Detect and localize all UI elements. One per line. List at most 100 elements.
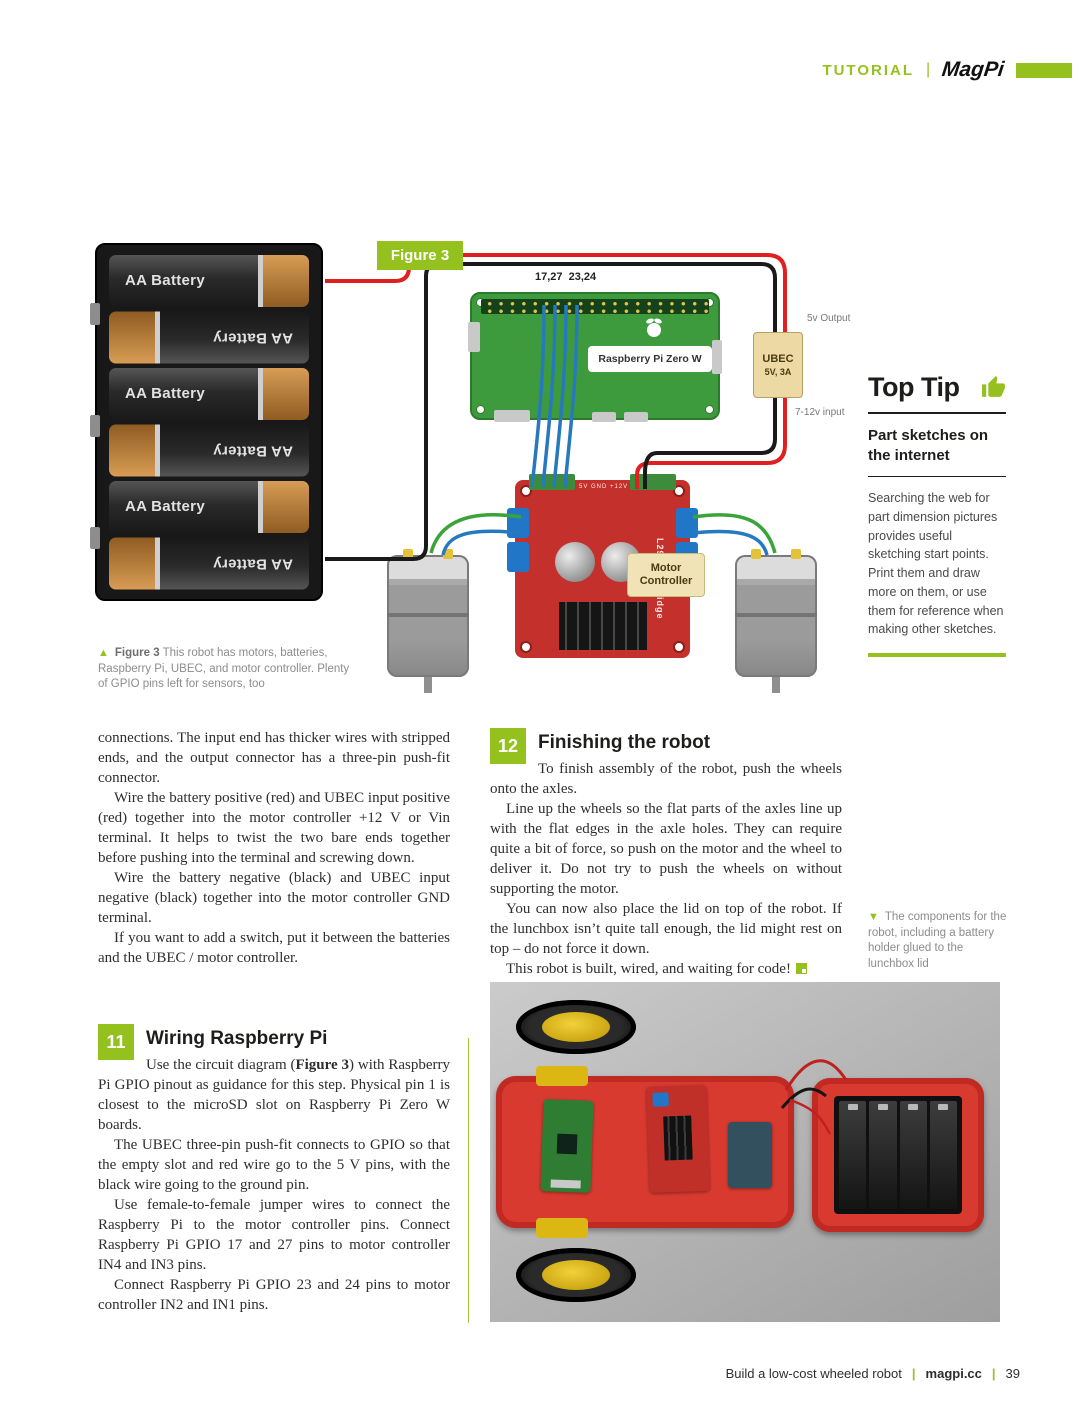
ubec-rating-label: 5V, 3A: [764, 367, 792, 377]
motor-controller-tag-line2: Controller: [639, 575, 693, 587]
battery-label: AA Battery: [125, 272, 205, 290]
robot-photo: [490, 982, 1000, 1322]
battery-ring: [258, 255, 263, 307]
gpio-pins-label: 17,27 23,24: [535, 271, 597, 283]
microsd-slot: [468, 322, 480, 352]
input-pin-header: [529, 474, 575, 490]
camera-connector: [712, 340, 722, 374]
7-12v-input-label: 7-12v input: [795, 407, 845, 418]
photo-black-wire: [780, 1087, 827, 1109]
battery-ring: [258, 368, 263, 420]
top-tip-subtitle: Part sketches on the internet: [868, 427, 989, 464]
mount-hole: [673, 641, 685, 653]
battery-ring: [155, 311, 160, 363]
figure-caption: ▲Figure 3 This robot has motors, batteri…: [98, 646, 350, 693]
battery-copper-band: [109, 311, 155, 363]
aa-battery-flipped: AA Battery: [109, 424, 309, 476]
screw-terminal: [676, 508, 698, 538]
battery-label: AA Battery: [213, 441, 293, 459]
footer-article-title: Build a low-cost wheeled robot: [725, 1366, 902, 1381]
battery-holder: [834, 1096, 962, 1214]
page-footer: Build a low-cost wheeled robot | magpi.c…: [726, 1366, 1020, 1381]
battery-copper-band: [263, 368, 309, 420]
figure-3-diagram: AA Battery AA Battery AA Battery AA Batt…: [90, 235, 870, 700]
paragraph: connections. The input end has thicker w…: [98, 730, 450, 786]
left-motor: [387, 549, 469, 677]
tip-divider: [868, 412, 1006, 414]
footer-site: magpi.cc: [925, 1366, 982, 1381]
figure-3-reference: Figure 3: [295, 1057, 350, 1073]
wheel-hub: [542, 1012, 610, 1042]
left-text-column: connections. The input end has thicker w…: [98, 728, 450, 1315]
header-divider: |: [926, 61, 931, 78]
aa-battery-flipped: AA Battery: [109, 311, 309, 363]
battery-cell: [839, 1101, 867, 1209]
battery-copper-band: [263, 255, 309, 307]
heatsink: [559, 602, 647, 650]
footer-divider: |: [911, 1366, 916, 1381]
paragraph: Use female-to-female jumper wires to con…: [98, 1197, 450, 1273]
figure-3-tag: Figure 3: [377, 241, 463, 270]
paragraph: Use the circuit diagram (Figure 3) with …: [98, 1055, 450, 1135]
paragraph: Wire the battery positive (red) and UBEC…: [98, 790, 450, 866]
battery-label: AA Battery: [213, 554, 293, 572]
caption-triangle-up-icon: ▲: [98, 647, 109, 659]
battery-cell: [899, 1101, 927, 1209]
figure-caption-text: This robot has motors, batteries, Raspbe…: [98, 647, 350, 691]
paragraph: Line up the wheels so the flat parts of …: [490, 801, 842, 897]
tip-green-rule: [868, 653, 1006, 657]
ubec-label: UBEC: [762, 353, 794, 365]
battery-copper-band: [109, 424, 155, 476]
micro-usb-port: [592, 412, 616, 422]
screw-terminal: [507, 508, 529, 538]
lunchbox-chassis: [496, 1066, 794, 1238]
section-11: 11 Wiring Raspberry Pi Use the circuit d…: [98, 1022, 450, 1315]
footer-page-number: 39: [1005, 1366, 1020, 1381]
battery-copper-band: [109, 537, 155, 589]
motor-controller-tag: Motor Controller: [627, 553, 705, 597]
wheel-hub: [542, 1260, 610, 1290]
battery-contact-tab: [90, 415, 100, 437]
battery-label: AA Battery: [213, 328, 293, 346]
ubec-module: UBEC 5V, 3A: [753, 332, 803, 398]
mini-hdmi-port: [494, 410, 530, 422]
battery-contact-tab: [90, 303, 100, 325]
photo-caption: ▼The components for the robot, including…: [868, 910, 1008, 972]
power-pin-header: [630, 474, 676, 490]
mount-hole: [476, 405, 485, 414]
battery-holder-box: [812, 1078, 984, 1232]
ultrasonic-sensor: [728, 1122, 772, 1188]
aa-battery: AA Battery: [109, 481, 309, 533]
battery-ring: [155, 537, 160, 589]
motor-controller-tag-line1: Motor: [650, 561, 682, 574]
right-motor: [735, 549, 817, 677]
p1-pre: Use the circuit diagram (: [146, 1057, 296, 1073]
battery-pack: AA Battery AA Battery AA Battery AA Batt…: [90, 243, 323, 601]
paragraph: This robot is built, wired, and waiting …: [490, 959, 842, 979]
photo-red-wire-2: [789, 1098, 832, 1135]
step-number-badge: 11: [98, 1024, 134, 1060]
battery-ring: [258, 481, 263, 533]
p1-post: ) with Raspberry Pi GPIO pinout as guida…: [98, 1057, 451, 1133]
battery-label: AA Battery: [125, 498, 205, 516]
yellow-motor: [536, 1218, 588, 1238]
paragraph: The UBEC three-pin push-fit connects to …: [98, 1137, 450, 1193]
motor-terminal: [791, 549, 801, 559]
paragraph: Wire the battery negative (black) and UB…: [98, 870, 450, 926]
aa-battery: AA Battery: [109, 368, 309, 420]
mount-hole: [705, 405, 714, 414]
power-pin-labels: 5V GND +12V: [579, 484, 629, 490]
micro-usb-port: [624, 412, 648, 422]
step-number-badge: 12: [490, 728, 526, 764]
thumbs-up-icon: [982, 376, 1005, 397]
section-12: 12 Finishing the robot To finish assembl…: [490, 726, 842, 979]
photo-caption-text: The components for the robot, including …: [868, 911, 1007, 970]
battery-copper-band: [263, 481, 309, 533]
motor-terminal: [403, 549, 413, 559]
5v-output-label: 5v Output: [807, 313, 851, 324]
battery-ring: [155, 424, 160, 476]
top-tip-title: Top Tip: [868, 372, 960, 402]
top-tip-box: Top Tip Part sketches on the internet Se…: [868, 372, 1006, 657]
battery-cell: [929, 1101, 957, 1209]
